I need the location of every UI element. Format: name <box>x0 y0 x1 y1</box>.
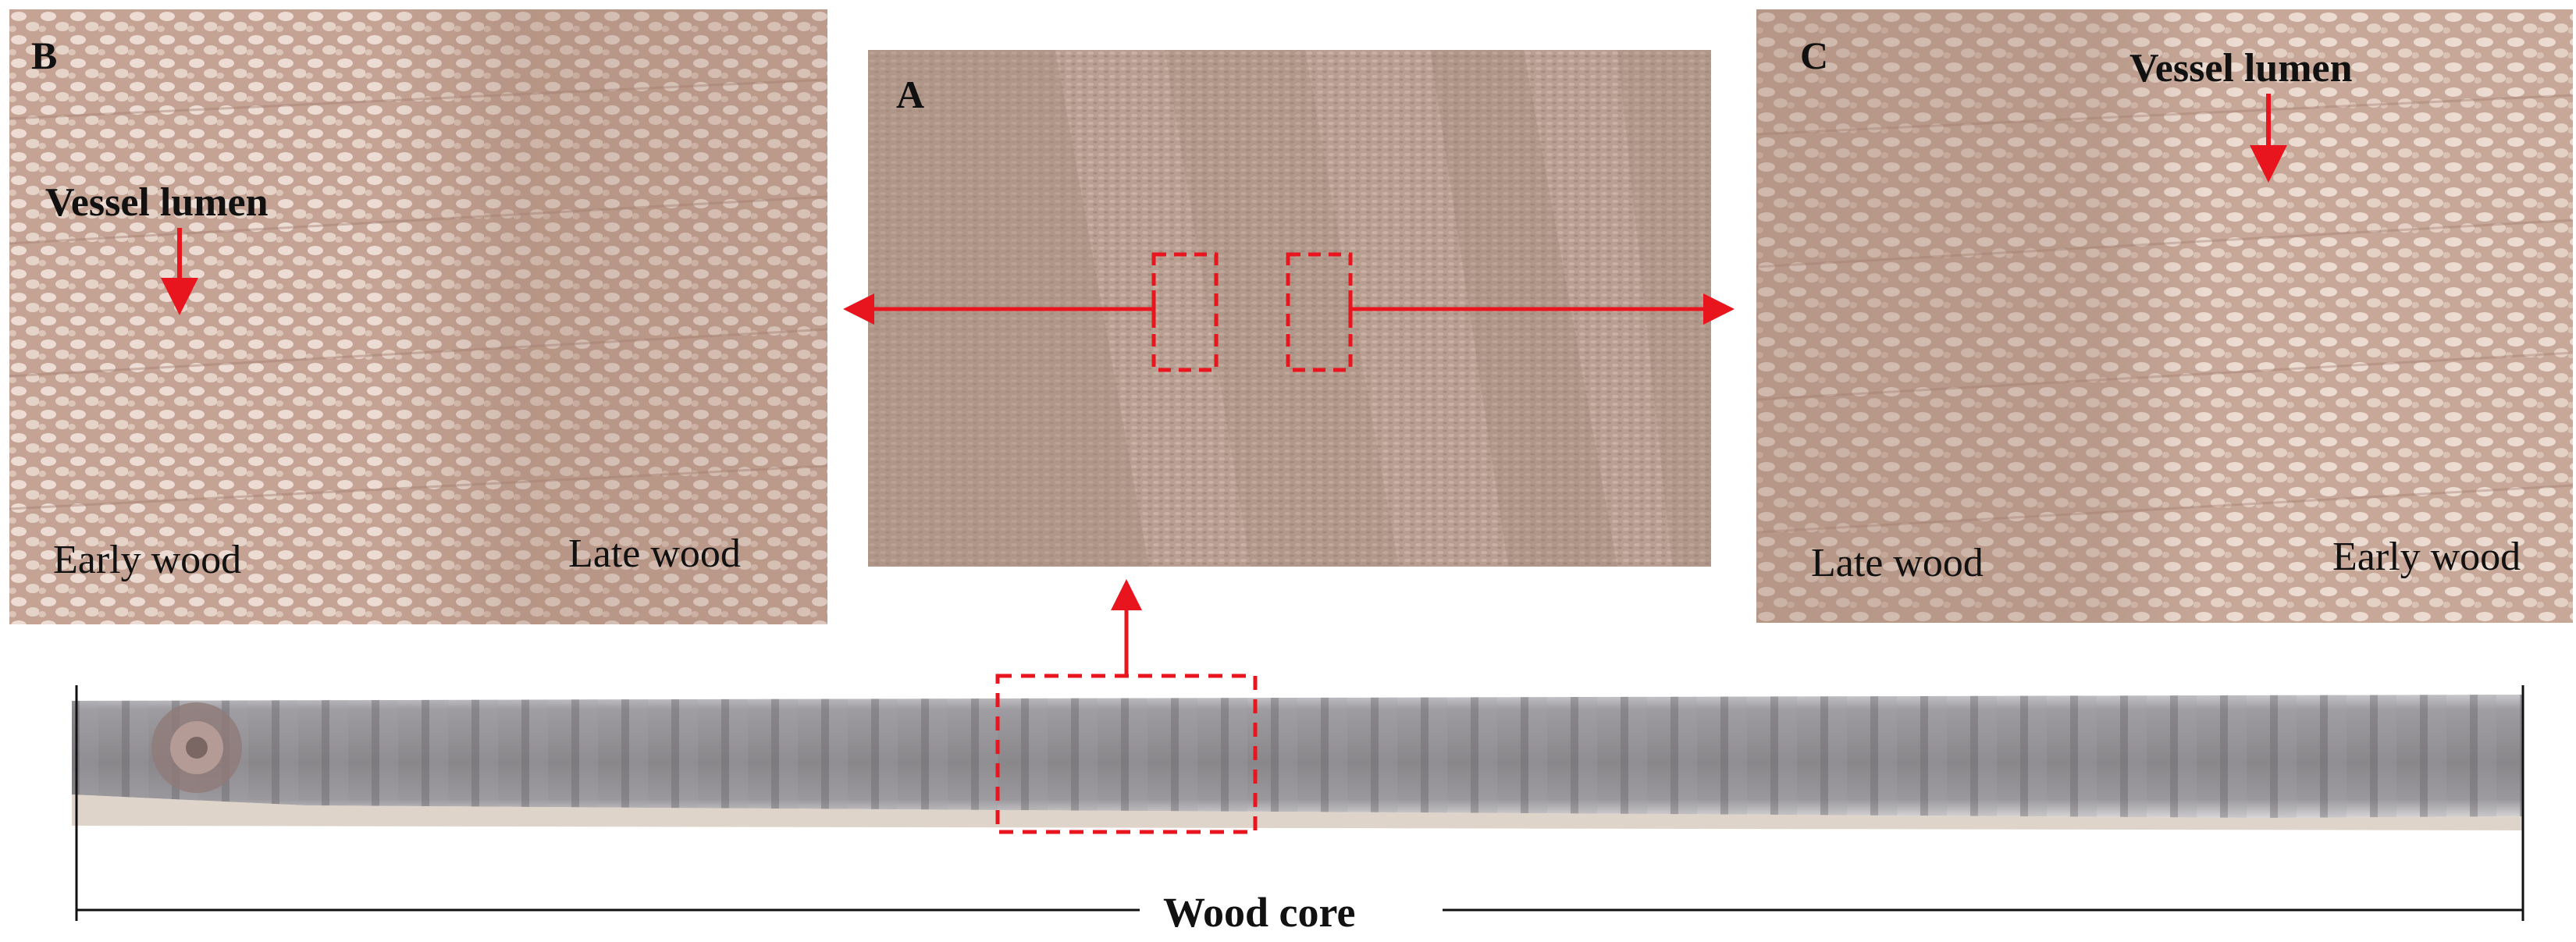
panel-a-letter: A <box>896 73 925 116</box>
panel-b-letter: B <box>31 34 58 77</box>
panel-c-vessel-label: Vessel lumen <box>2129 46 2353 91</box>
panel-c-letter: C <box>1800 34 1829 77</box>
panel-c-micrograph: C Vessel lumen Late wood Early wood <box>1756 9 2573 623</box>
panel-b-early-wood-label: Early wood <box>53 538 242 582</box>
panel-b-texture <box>9 9 827 624</box>
wood-core-photo <box>72 677 2523 835</box>
panel-a-micrograph: A <box>868 50 1711 567</box>
panel-a-texture <box>868 50 1711 567</box>
panel-b-late-wood-label: Late wood <box>568 531 741 576</box>
panel-b-vessel-label: Vessel lumen <box>45 180 269 225</box>
wood-core-title: Wood core <box>1163 889 1356 936</box>
panel-c-early-wood-label: Early wood <box>2332 535 2521 579</box>
wood-core-texture <box>72 695 2523 830</box>
panel-c-texture <box>1756 9 2573 623</box>
panel-c-late-wood-label: Late wood <box>1811 541 1984 585</box>
panel-b-micrograph: B Vessel lumen Early wood Late wood <box>9 9 827 624</box>
